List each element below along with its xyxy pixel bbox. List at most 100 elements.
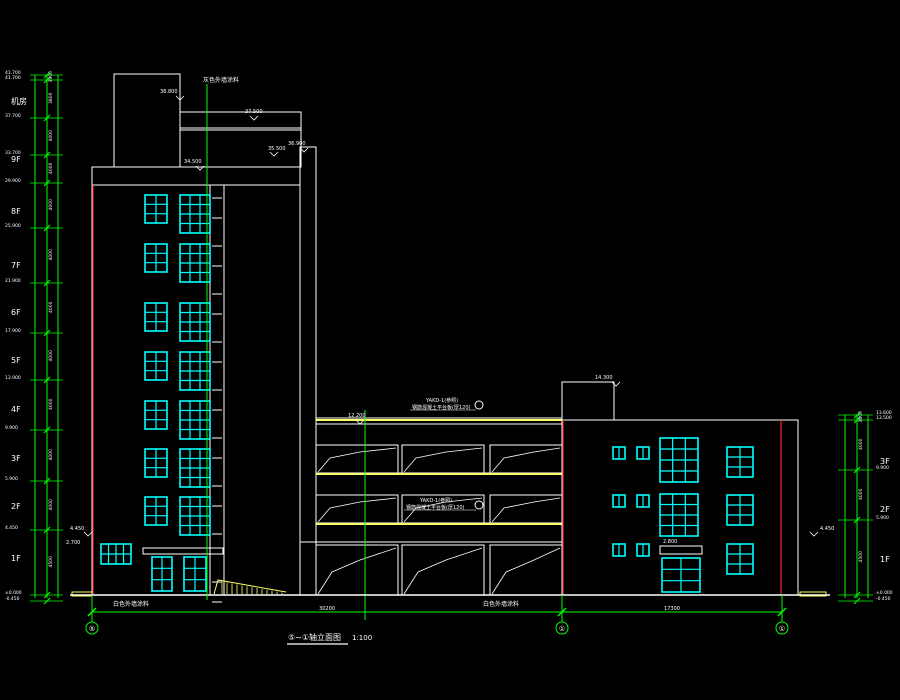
level-tag-9: 2.700 (66, 540, 80, 546)
left-elevation-label: 9.900 (5, 425, 18, 431)
note-material-top: 灰色外墙涂料 (203, 76, 239, 84)
right-floor-label: 2F (880, 505, 890, 514)
right-window-small-b (636, 494, 650, 508)
right-segment-dim: 3600 (858, 411, 864, 423)
left-segment-dim: 4000 (48, 130, 54, 142)
right-elevation-label: 13.500 (876, 415, 892, 421)
left-floor-label: 5F (11, 356, 21, 365)
level-tag-11: 2.800 (663, 539, 677, 545)
tower-window-left (144, 400, 168, 430)
left-segment-dim: 4000 (48, 301, 54, 313)
right-window-stair-2 (659, 493, 699, 537)
right-segment-dim: 4000 (858, 438, 864, 450)
axis-label-2: ① (559, 625, 565, 633)
note-material-bottom-mid: 白色外墙涂料 (483, 600, 519, 608)
right-window-small-a (612, 446, 626, 460)
right-block (561, 381, 799, 596)
left-elevation-label: 5.900 (5, 476, 18, 482)
tower-window-left (144, 496, 168, 526)
left-elevation-label: 41.700 (5, 75, 21, 81)
mid-note2-line1: YAKD-1(参照) (419, 497, 452, 504)
level-tag-4: 35.500 (268, 146, 286, 152)
left-floor-label: 机房 (11, 96, 27, 106)
step-right (799, 591, 827, 597)
left-elevation-label: -0.450 (5, 596, 20, 602)
left-floor-label: 1F (11, 554, 21, 563)
right-window-side (726, 446, 754, 478)
tower-window-right (179, 302, 211, 342)
right-window-side (726, 543, 754, 575)
mid-note1-line1: YAKD-1(参照) (425, 397, 458, 404)
right-window-small-a (612, 494, 626, 508)
left-elevation-label: 37.700 (5, 113, 21, 119)
left-segment-dim: 4000 (48, 350, 54, 362)
tower-window-right (179, 496, 211, 536)
right-floor-label: 1F (880, 555, 890, 564)
drawing-title-block: ⑤~①轴立面图 1:100 (287, 632, 372, 645)
axis-label-1: ⑤ (89, 625, 95, 633)
left-elevation-label: 13.900 (5, 375, 21, 381)
axis-dim-2: 17300 (664, 606, 680, 612)
tower-window-left (144, 448, 168, 478)
entrance-door-left (151, 556, 173, 592)
left-elevation-label: 21.900 (5, 278, 21, 284)
tower-window-left (144, 351, 168, 381)
right-window-side (726, 494, 754, 526)
tower-block (91, 73, 317, 595)
left-floor-label: 6F (11, 308, 21, 317)
left-segment-dim: 4500 (48, 556, 54, 568)
bottom-dimension-chain: 30200 17300 ⑤ ① ① (85, 595, 789, 635)
annotations: 灰色外墙涂料 白色外墙涂料 白色外墙涂料 38.800 37.500 36.90… (66, 76, 834, 608)
mid-note2-line2: 钢筋混凝土平台板(厚120) (406, 504, 464, 511)
tower-windows (100, 194, 222, 603)
left-elevation-label: 33.700 (5, 150, 21, 156)
left-segment-dim: 3800 (48, 92, 54, 104)
left-segment-dim: 4000 (48, 499, 54, 511)
right-segment-dim: 4500 (858, 551, 864, 563)
left-floor-label: 7F (11, 261, 21, 270)
right-elevation-label: 5.900 (876, 515, 889, 521)
level-tag-6: 14.300 (595, 375, 613, 381)
note-material-bottom-left: 白色外墙涂料 (113, 600, 149, 608)
right-floor-label: 3F (880, 457, 890, 466)
ground-window (100, 543, 132, 565)
tower-window-right (179, 194, 211, 234)
left-floor-label: 9F (11, 155, 21, 164)
left-floor-label: 8F (11, 207, 21, 216)
right-window-small-a (612, 543, 626, 557)
left-elevation-label: 41.700 (5, 70, 21, 76)
left-elevation-label: 4.450 (5, 525, 18, 531)
axis-label-3: ① (779, 625, 785, 633)
level-tag-3: 36.900 (288, 141, 306, 147)
drawing-title: ⑤~①轴立面图 (288, 632, 341, 642)
tower-strip-ticks (212, 197, 222, 603)
level-tag-1: 38.800 (160, 89, 178, 95)
right-window-stair-1 (659, 437, 699, 483)
right-elevation-label: 13.600 (876, 410, 892, 416)
middle-bay-sketches (317, 447, 561, 595)
left-elevation-label: 25.900 (5, 223, 21, 229)
left-elevation-label: 29.900 (5, 178, 21, 184)
tower-window-right (179, 243, 211, 283)
mid-note1-line2: 钢筋混凝土平台板(厚120) (412, 404, 470, 411)
level-tag-10: 4.450 (820, 526, 834, 532)
left-segment-dim: 4000 (48, 398, 54, 410)
right-windows (612, 437, 754, 593)
right-window-small-b (636, 543, 650, 557)
left-elevation-label: 17.900 (5, 328, 21, 334)
axis-dim-1: 30200 (319, 606, 335, 612)
left-floor-label: 3F (11, 454, 21, 463)
level-tag-5: 34.500 (184, 159, 202, 165)
tower-window-right (179, 400, 211, 440)
left-floor-label: 2F (11, 502, 21, 511)
left-elevation-label: ±0.000 (5, 590, 22, 596)
right-elevation-label: -0.450 (876, 596, 891, 602)
right-elevation-label: ±0.000 (876, 590, 893, 596)
right-window-small-b (636, 446, 650, 460)
left-segment-dim: 4000 (48, 162, 54, 174)
left-segment-dim: 4000 (48, 199, 54, 211)
